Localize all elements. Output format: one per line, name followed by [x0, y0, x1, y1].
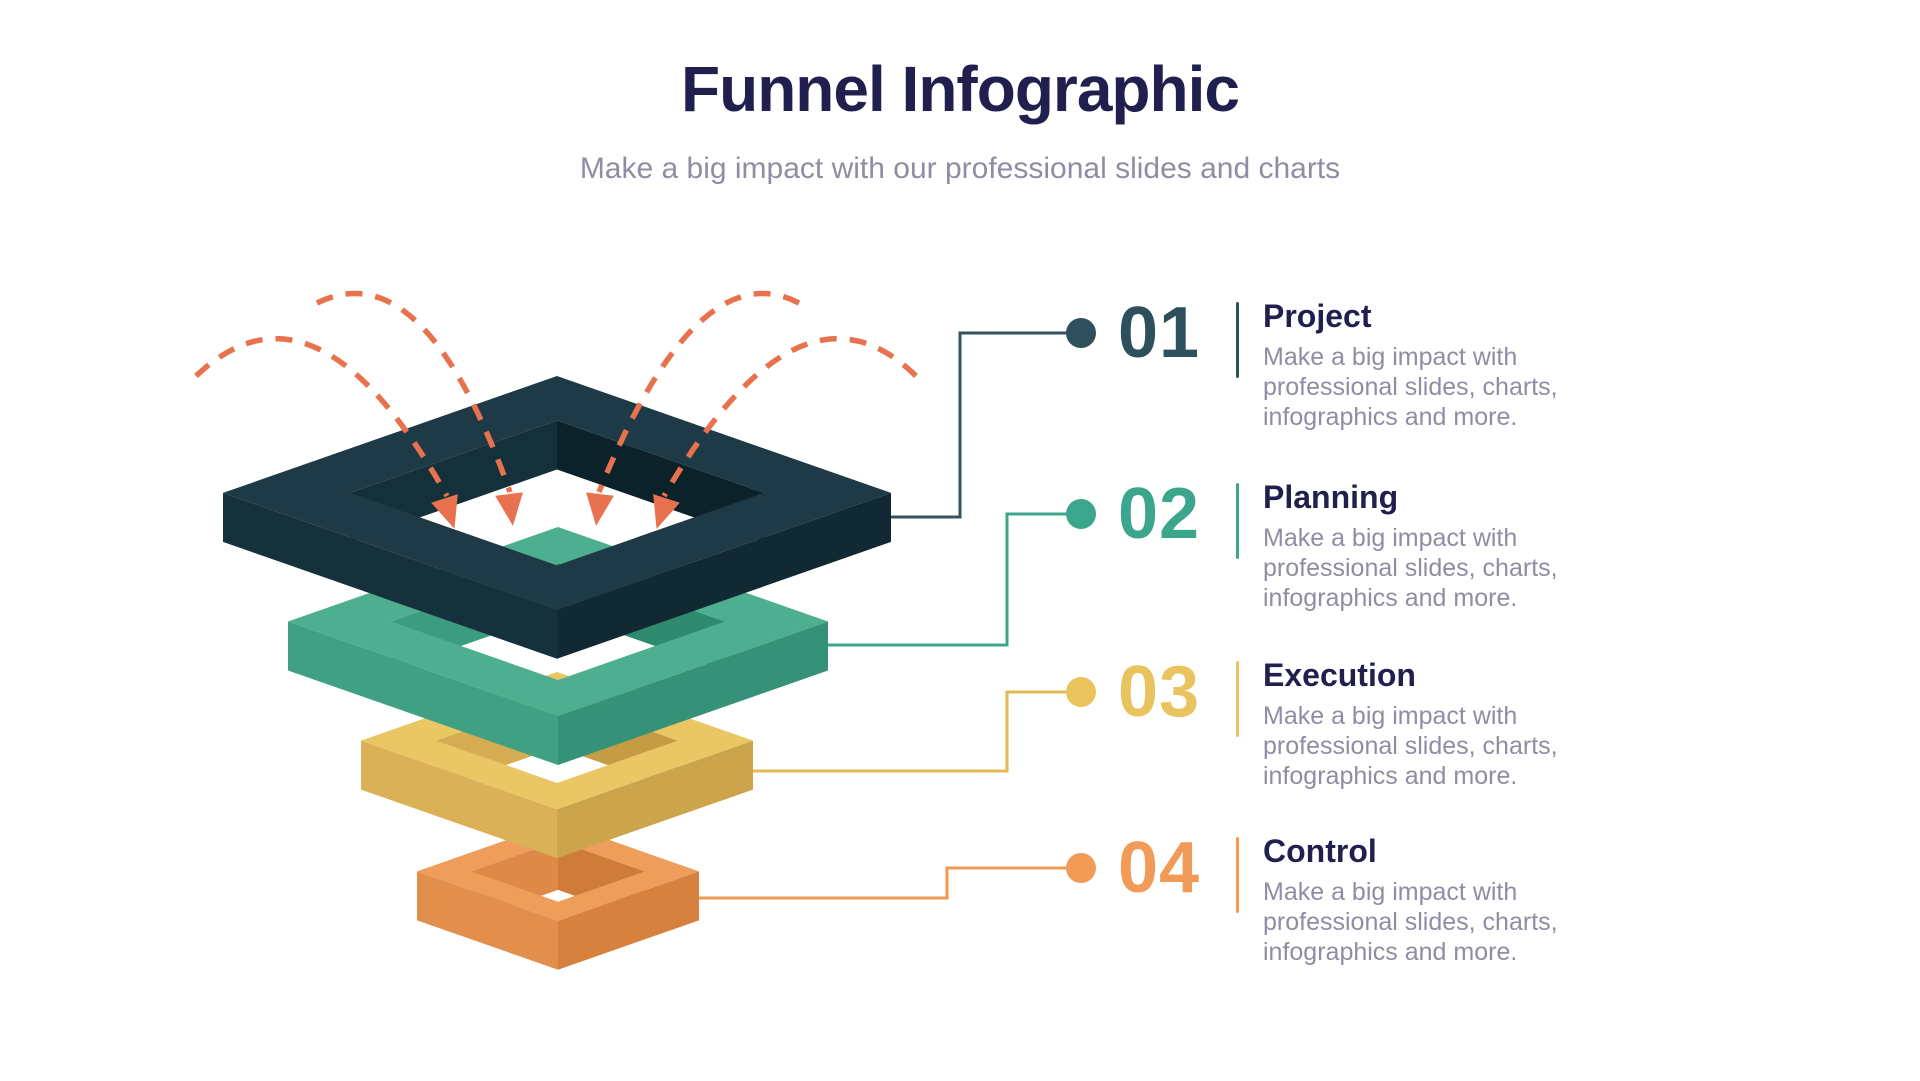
inflow-arrowhead-4: [653, 494, 680, 529]
inflow-arrowhead-1: [431, 494, 458, 529]
step-divider: [1236, 661, 1239, 737]
step-divider: [1236, 302, 1239, 378]
step-title: Project: [1263, 298, 1372, 334]
level-1-project-top-face: [223, 376, 891, 610]
connector-dot-1: [1066, 318, 1096, 348]
step-title: Control: [1263, 833, 1377, 869]
step-title: Execution: [1263, 657, 1416, 693]
step-number: 03: [1118, 652, 1201, 732]
step-description: Make a big impact with professional slid…: [1263, 524, 1558, 612]
connector-dot-4: [1066, 853, 1096, 883]
inflow-arc-4: [661, 336, 918, 498]
level-4-control-outer-right-face: [558, 871, 699, 970]
connector-line-1: [891, 331, 1081, 519]
page-subtitle: Make a big impact with our professional …: [579, 152, 1341, 185]
step-number: 01: [1118, 293, 1201, 373]
level-3-execution-outer-left-face: [361, 740, 557, 859]
connector-line-2: [828, 512, 1081, 647]
connector-dot-2: [1066, 499, 1096, 529]
inflow-arrowhead-3: [586, 492, 614, 526]
step-number: 02: [1118, 474, 1201, 554]
step-description: Make a big impact with professional slid…: [1263, 878, 1558, 966]
inflow-arc-1: [194, 336, 450, 498]
step-description: Make a big impact with professional slid…: [1263, 702, 1558, 790]
inflow-arc-3: [596, 290, 801, 494]
level-2-planning-outer-left-face: [288, 621, 558, 765]
inflow-arc-2: [315, 290, 513, 493]
level-3-execution-outer-right-face: [557, 740, 753, 859]
level-2-planning-outer-right-face: [558, 621, 828, 765]
step-divider: [1236, 837, 1239, 913]
step-title: Planning: [1263, 479, 1399, 515]
step-divider: [1236, 483, 1239, 559]
connector-dot-3: [1066, 677, 1096, 707]
connector-line-4: [699, 866, 1081, 900]
level-1-project-outer-left-face: [223, 492, 557, 659]
step-description: Make a big impact with professional slid…: [1263, 343, 1558, 431]
step-number: 04: [1118, 828, 1201, 908]
inflow-arrowhead-2: [495, 492, 523, 526]
level-4-control-top-face: [417, 822, 699, 921]
connector-line-3: [753, 690, 1081, 773]
level-1-project-outer-right-face: [557, 492, 891, 659]
level-4-control-outer-left-face: [417, 871, 558, 970]
page-title: Funnel Infographic: [681, 53, 1240, 125]
